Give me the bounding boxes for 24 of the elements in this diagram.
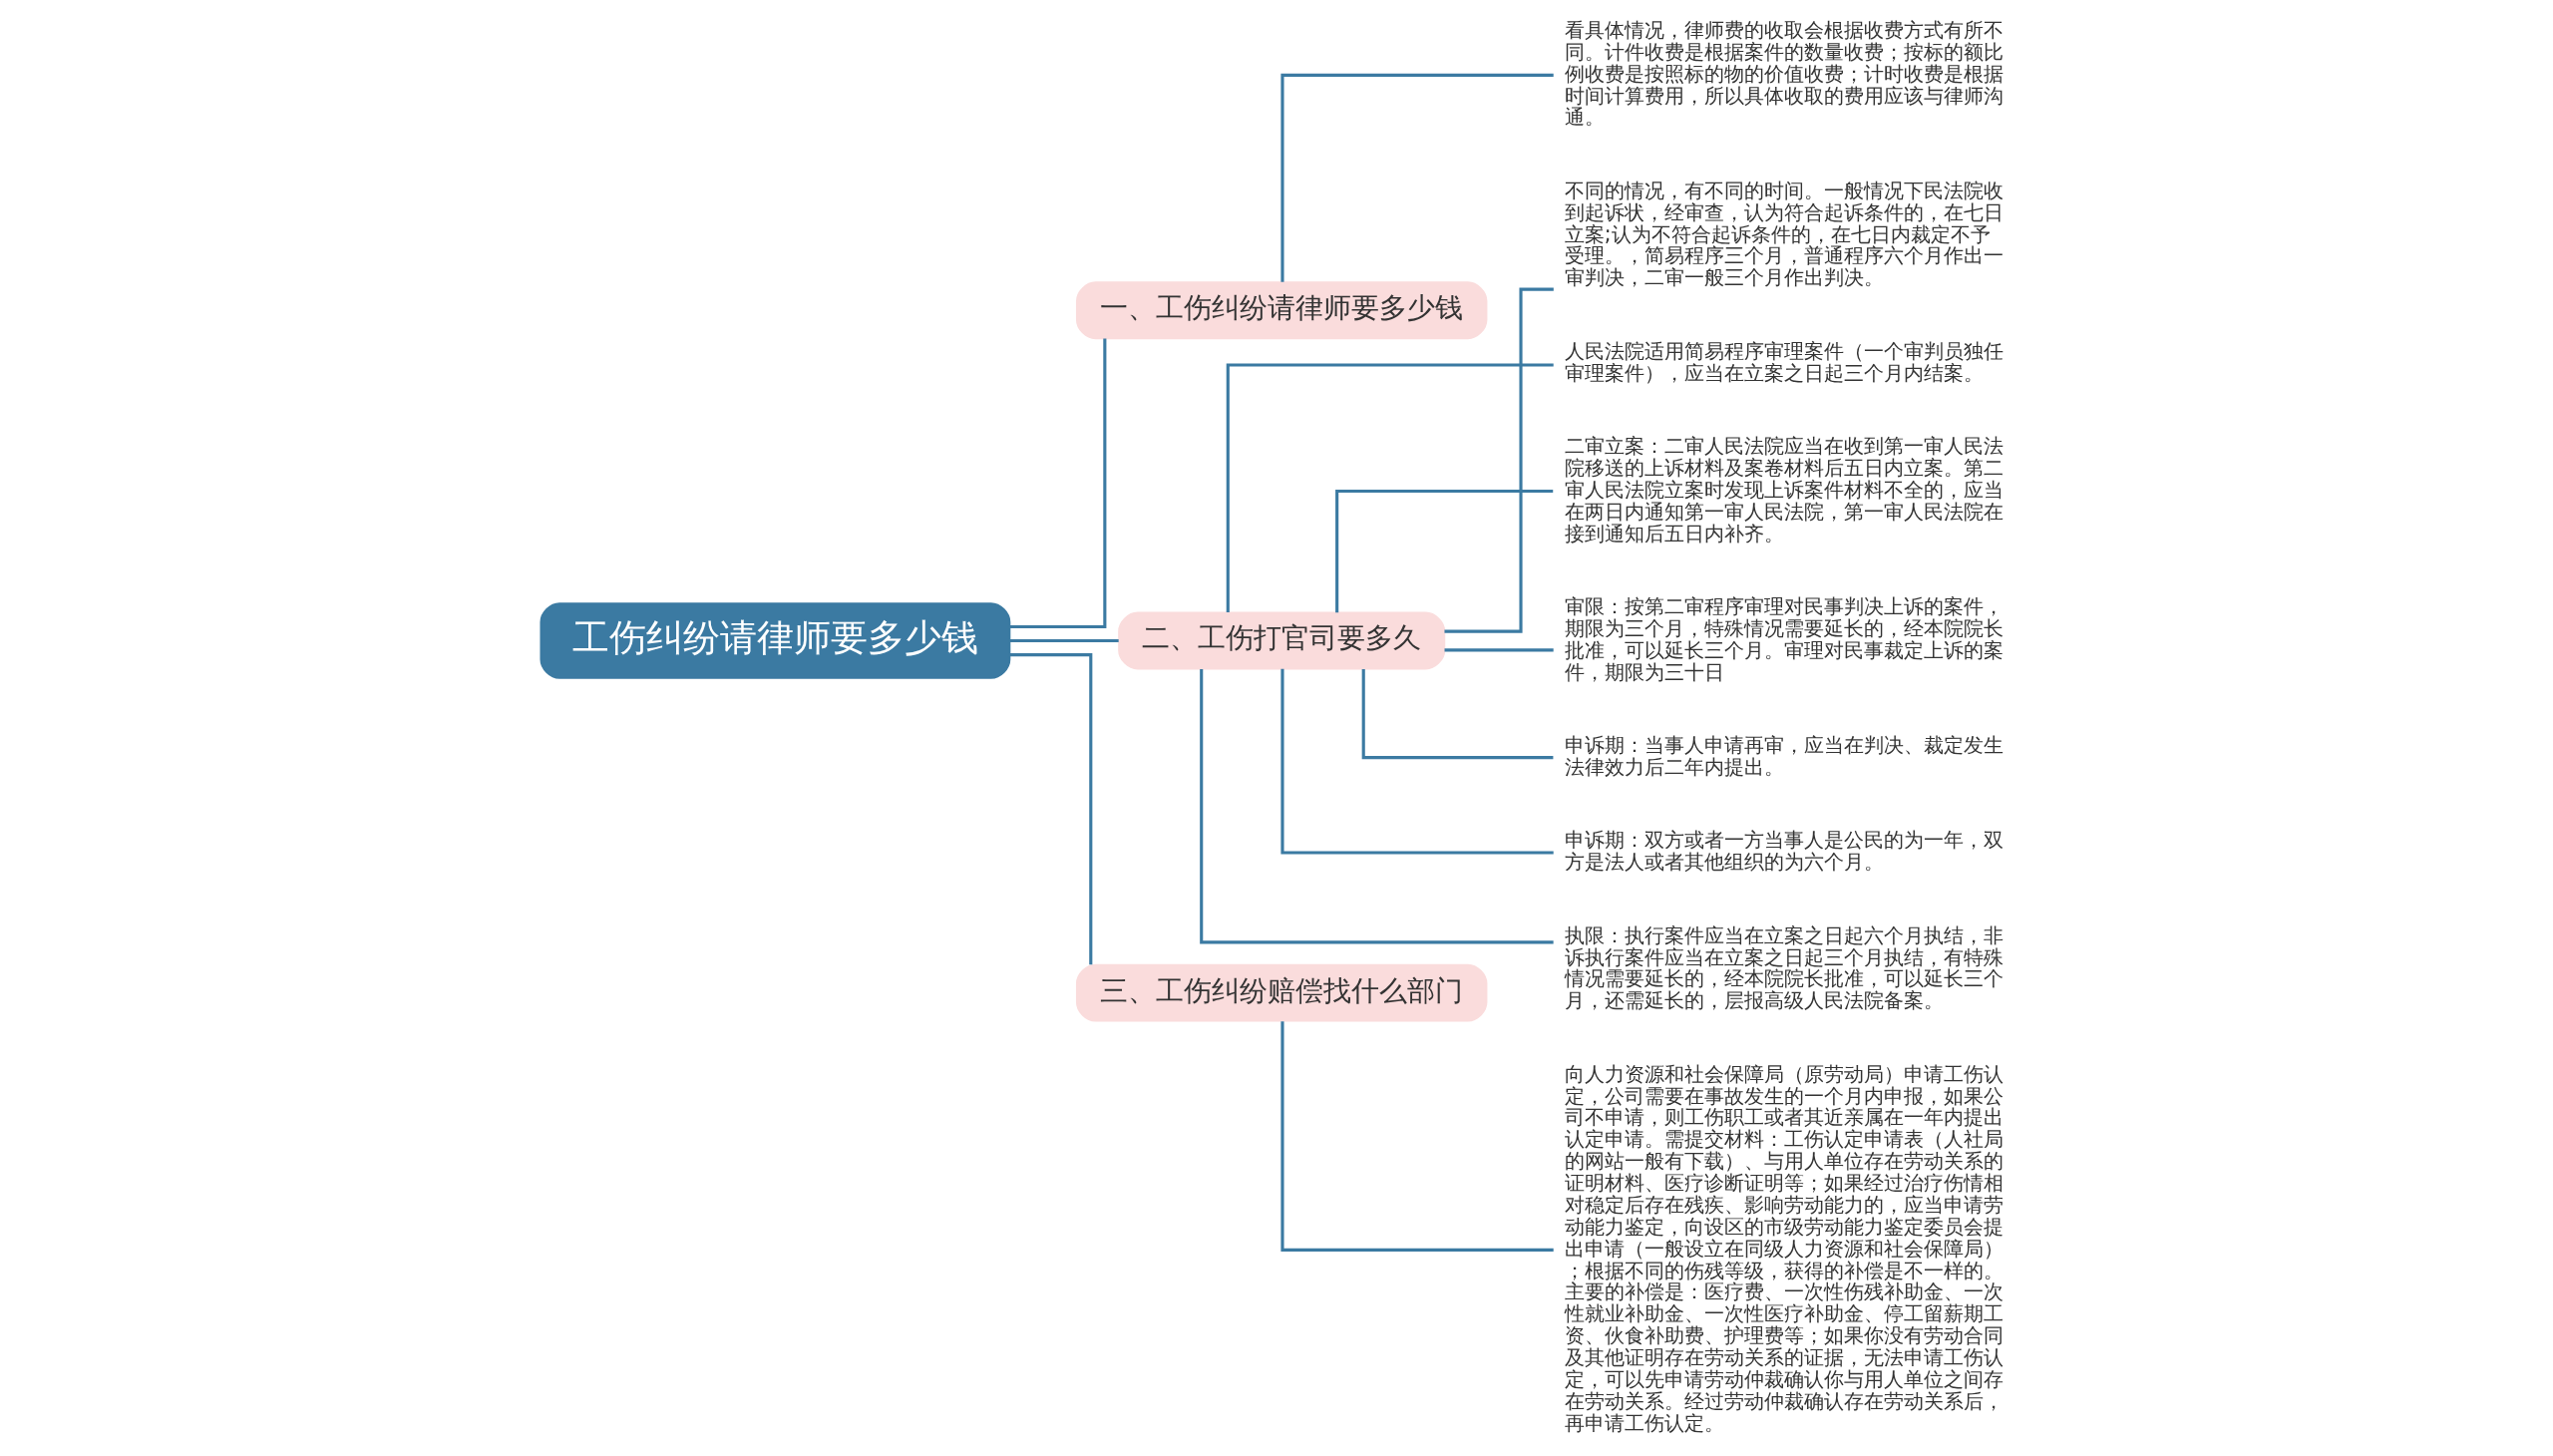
node-text: 申诉期：当事人申请再审，应当在判决、裁定发生法律效力后二年内提出。 <box>1564 733 2004 779</box>
node-text: 审限：按第二审程序审理对民事判决上诉的案件，期限为三个月，特殊情况需要延长的，经本院院长批准，可以延长三个月。审理对民事裁定上诉的案件，期限为三十日 <box>1564 594 2004 684</box>
node-text: 执限：执行案件应当在立案之日起六个月执结，非诉执行案件应当在立案之日起三个月执结，有特殊情况需要延长的，经本院院长批准，可以延长三个月，还需延长的，层报高级人民法院备案。 <box>1564 922 2004 1013</box>
node-text: 向人力资源和社会保障局（原劳动局）申请工伤认定，公司需要在事故发生的一个月内申报，如果公司不申请，则工伤职工或者其近亲属在一年内提出认定申请。需提交材料：工伤认定申请表（人社局的网站一般有下载）、与用人单位存在劳动关系的证明材料、医疗诊断证明等；如果经过治疗伤情相对稳定后存在残疾、影响劳动能力的，应当申请劳动能力鉴定，向设区的市级劳动能力鉴定委员会提出申请（一般设立在同级人力资源和社会保障局）；根据不同的伤残等级，获得的补偿是不一样的。主要的补偿是：医疗费、一次性伤残补助金、一次性就业补助金、一次性医疗补助金、停工留薪期工资、伙食补助费、护理费等；如果你没有劳动合同及其他证明存在劳动关系的证据，无法申请工伤认定，可以先申请劳动仲裁确认你与用人单位之间存在劳动关系。经过劳动仲裁确认存在劳动关系后，再申请工伤认定。 <box>1564 1061 2004 1435</box>
node-text: 看具体情况，律师费的收取会根据收费方式有所不同。计件收费是根据案件的数量收费；按标的额比例收费是按照标的物的价值收费；计时收费是根据时间计算费用，所以具体收取的费用应该与律师沟通。 <box>1564 17 2004 130</box>
connector <box>1009 653 1092 965</box>
connector <box>1279 668 1554 855</box>
node-text: 人民法院适用简易程序审理案件（一个审判员独任审理案件），应当在立案之日起三个月内结案。 <box>1564 338 2004 385</box>
node-box: 三、工伤纠纷赔偿找什么部门 <box>1075 963 1487 1022</box>
connector <box>1279 1021 1554 1252</box>
node-text: 二审立案：二审人民法院应当在收到第一审人民法院移送的上诉材料及案卷材料后五日内立案。第二审人民法院立案时发现上诉案件材料不全的，应当在两日内通知第一审人民法院，第一审人民法院在接到通知后五日内补齐。 <box>1564 434 2004 546</box>
connector <box>1009 638 1119 643</box>
connector <box>1226 363 1554 612</box>
node-text: 不同的情况，有不同的时间。一般情况下民法院收到起诉状，经审查，认为符合起诉条件的，在七日立案;认为不符合起诉条件的，在七日内裁定不予受理。，简易程序三个月，普通程序六个月作出一审判决，二审一般三个月作出判决。 <box>1564 178 2004 290</box>
connector <box>1009 338 1106 628</box>
connector <box>1444 648 1554 652</box>
node-box: 工伤纠纷请律师要多少钱 <box>539 602 1010 679</box>
connector <box>1199 668 1554 944</box>
connector <box>1279 73 1554 282</box>
node-box: 二、工伤打官司要多久 <box>1117 611 1445 670</box>
node-text: 申诉期：双方或者一方当事人是公民的为一年，双方是法人或者其他组织的为六个月。 <box>1564 828 2004 875</box>
connector <box>1361 668 1553 760</box>
node-box: 一、工伤纠纷请律师要多少钱 <box>1075 281 1487 340</box>
connector <box>1334 489 1553 613</box>
